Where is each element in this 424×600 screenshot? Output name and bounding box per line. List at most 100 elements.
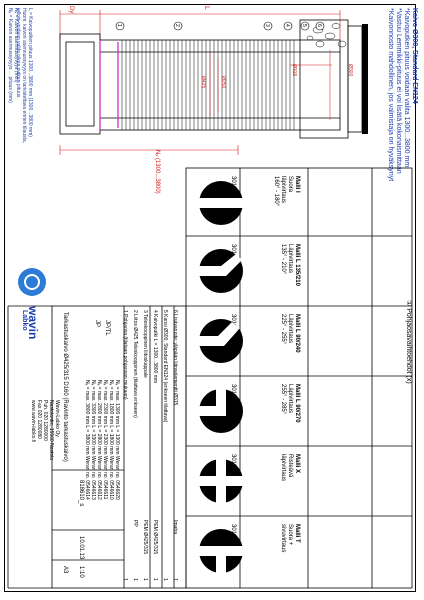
model-range: 225° - 255° [280,314,286,345]
model-glyph-icon [199,529,243,573]
part-qty: 1 [132,578,138,581]
model-glyph-icon [199,249,243,293]
model-desc: Risteävä [287,454,293,478]
parts-row: 5 Kansi Ø300, Standard EN124 (erikseen t… [162,310,168,422]
dim-d315: Ø315 [291,64,297,77]
parts-row: 4 Kaivoputki L = 1300...3800 mm [152,310,158,383]
corrugation-ribs [121,40,295,130]
model-desc: Suora [287,176,293,193]
length-label: Nₓ = max. 2800 mm [96,380,102,426]
part-text: Kansi Ø300, Standard EN124 (erikseen til… [162,314,168,423]
part-text: Liitos Ø425 Teleskooppinen (tilattava er… [132,314,138,418]
drawing-sheet [4,4,416,592]
length-l: L = 3800 mm [84,425,90,456]
length-code: Weran no. 0546614 [84,455,90,500]
part-qty: 1 [172,578,178,581]
parts-row: 6 Lisävaruste: yläpään liitoselementti Ø… [172,310,178,405]
labko-logo-text: Labko [21,310,28,331]
company-name: Wavin-Labko Oy [54,400,60,437]
length-code: Weran no. 0546611 [102,455,108,500]
model-glyph-icon [199,319,243,363]
balloon-4: 4 [284,24,290,27]
length-l: L = 1800 mm [108,425,114,456]
model-name: Malli L 135/210 [294,244,300,286]
part-note: PEM Ø425/315 [152,520,158,555]
part-text: Kaivoputki L = 1300...3800 mm [152,314,158,384]
model-glyph-icon [199,389,243,433]
dim-d300: Ø300 [347,64,353,77]
model-name: Malli X [294,454,300,474]
title-drawing-no: 818610_s [78,480,84,507]
part-text: Teleskooppinen liitoskappale [142,314,148,378]
dim-d250: Ø250 [220,76,226,89]
title-sheet: A3 [62,566,68,574]
length-row: Nₓ = max. 3800 mm L = 3800 mm Weran no. … [84,380,90,500]
length-code: Weran no. 0546613 [90,455,96,500]
part-note: PEM Ø425/315 [142,520,148,555]
parts-row: 2 Liitos Ø425 Teleskooppinen (tilattava … [132,310,138,418]
model-name: Malli L 90/270 [294,384,300,423]
length-label: Nₓ = max. 1800 mm [108,380,114,426]
balloon-1: 1 [116,24,122,27]
model-name: Malli I [294,176,300,193]
part-text: Lisävaruste: yläpään liitoselementti Ø31… [172,314,178,406]
model-desc: läpivirtaus [280,454,286,482]
model-desc: Suora + [287,524,293,546]
company-address: Nastolantie, 15560 Nastola [48,400,54,461]
part-qty: 1 [142,578,148,581]
model-desc: Läpivirtaus [287,244,293,274]
length-row: Nₓ = max. 2800 mm L = 2800 mm Weran no. … [96,380,102,500]
length-label: Nₓ = max. 3300 mm [90,380,96,426]
parts-row: 1 Pohjaosa (tilataan pohjaosan mukaan) [122,310,128,400]
length-l: L = 1300 mm [114,425,120,456]
balloon-3: 3 [264,24,270,27]
model-range: 160° - 180° [273,176,279,207]
model-range: 135° - 210° [280,244,286,275]
model-desc: sivuvirtaus [280,524,286,553]
dim-d425: Ø425 [200,76,206,89]
dim-nx: Nₓ (1300...3800) [154,150,160,194]
model-desc: Läpivirtaus [287,314,293,344]
title-product: Tarkastuskaivo Ø425/315 D160 (Ravinto ta… [62,312,68,462]
title-company-block: Wavin-Labko Oy Nastolantie, 15560 Nastol… [30,400,60,460]
length-row: Nₓ = max. 2300 mm L = 2300 mm Weran no. … [102,380,108,499]
length-label: Nₓ = max. 3800 mm [84,380,90,426]
part-qty: 1 [122,578,128,581]
length-code: Weran no. 0546610 [108,455,114,500]
length-row: Nₓ = max. 3300 mm L = 3300 mm Weran no. … [90,380,96,500]
length-code: Weran no. 0546612 [96,455,102,500]
balloon-6: 6 [316,24,322,27]
length-l: L = 2300 mm [102,425,108,456]
length-row: Nₓ = max. 1300 mm L = 1300 mm Weran no. … [114,380,120,500]
dim-L: L [203,6,210,10]
length-label: Nₓ = max. 2300 mm [102,380,108,426]
title-date: 10.01.13 [78,536,84,560]
company-fax: Fax 020 1280080 [36,400,42,439]
model-range: 255° - 285° [280,384,286,415]
company-web: www.wavin-labko.fi [30,400,36,443]
part-note: Imatra [172,520,178,535]
model-glyph-icon [199,459,243,503]
model-name: Malli L 90/240 [294,314,300,353]
part-qty: 1 [162,578,168,581]
length-row: Nₓ = max. 1800 mm L = 1800 mm Weran no. … [108,380,114,500]
part-text: Pohjaosa (tilataan pohjaosan mukaan) [122,314,128,400]
part-qty: 1 [152,578,158,581]
model-desc: Läpivirtaus [287,384,293,414]
wavin-logo-text: wavin [26,306,40,340]
balloon-2: 2 [174,24,180,27]
part-note: PP [132,520,138,527]
title-scale: 1:10 [78,566,84,578]
dim-dy: Dy [68,6,74,14]
title-checked-by: JP/TL [104,320,110,336]
model-name: Malli T [294,524,300,543]
model-desc: läpivirtaus [280,176,286,204]
length-label: Nₓ = max. 1300 mm [114,380,120,426]
length-l: L = 3300 mm [90,425,96,456]
balloon-5: 5 [301,24,307,27]
